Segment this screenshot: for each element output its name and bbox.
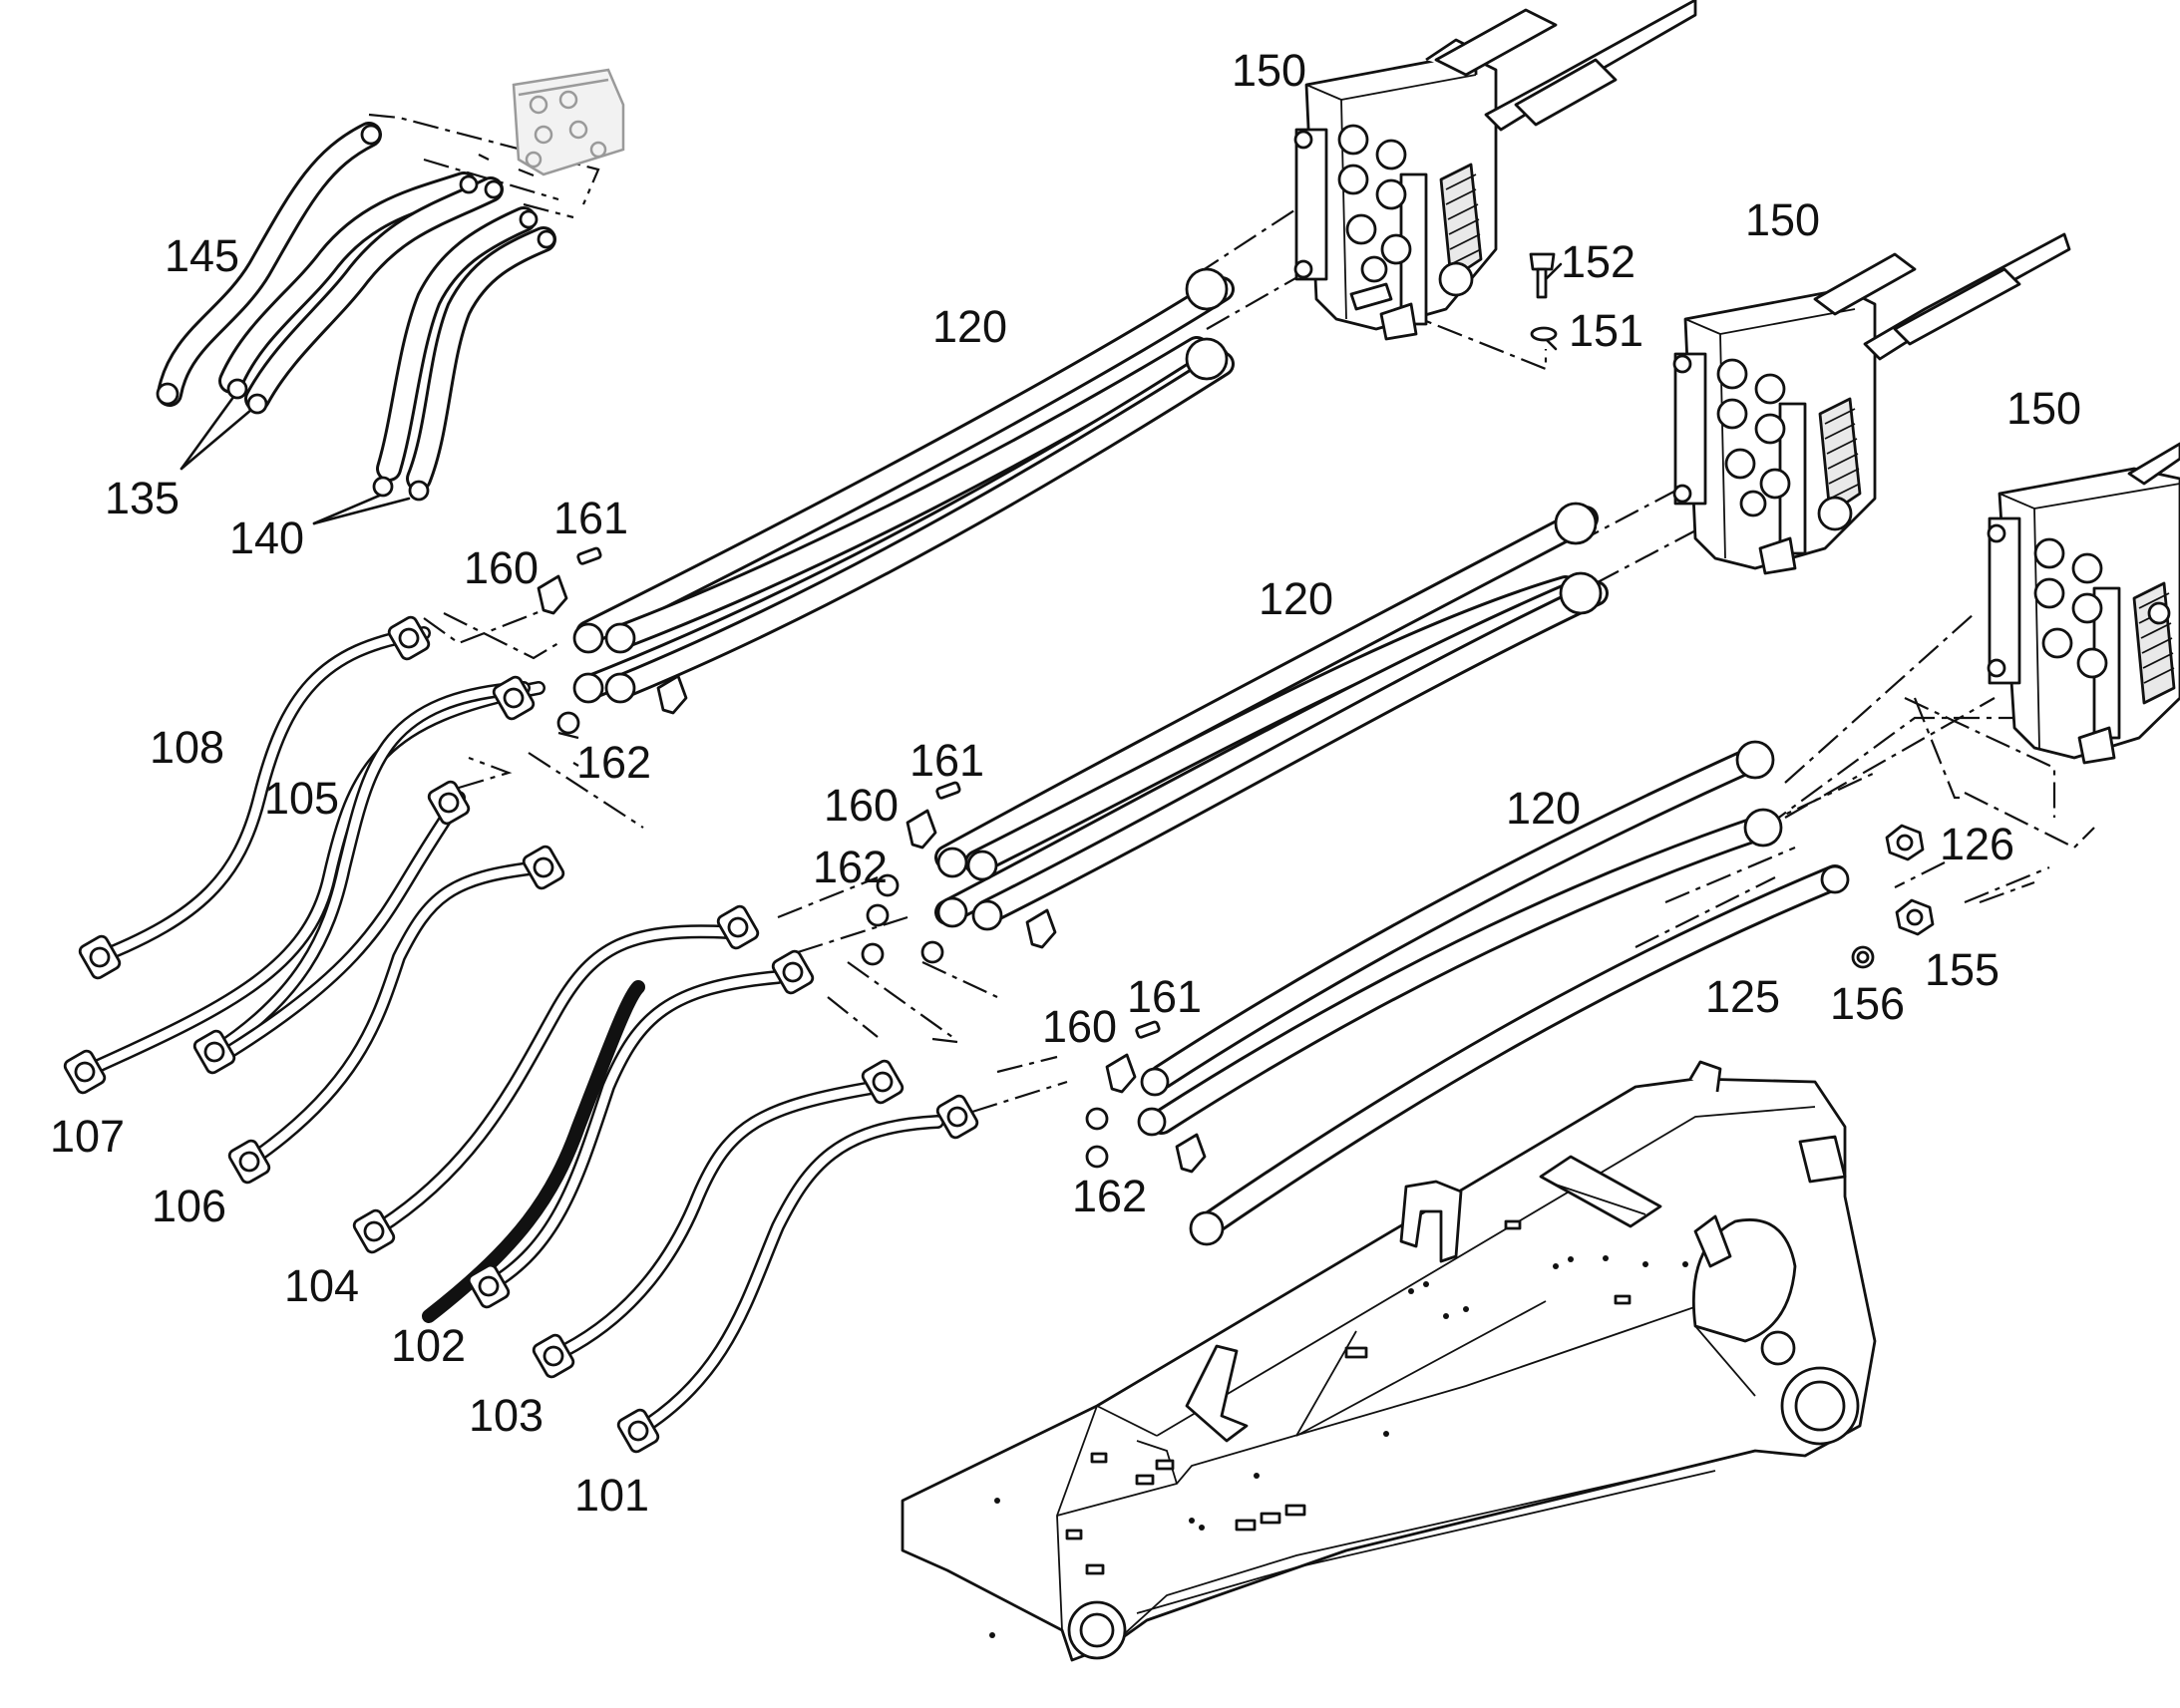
valve-block-150-c	[1987, 442, 2180, 765]
callout-107: 107	[50, 1111, 125, 1162]
callout-156: 156	[1830, 978, 1905, 1029]
callout-145: 145	[165, 230, 239, 281]
callout-105: 105	[264, 773, 339, 824]
valve-block-150-b	[1672, 232, 2071, 575]
boom-detail-marks	[989, 1219, 1688, 1638]
callout-160-c: 160	[1042, 1001, 1117, 1052]
tube-flanges	[63, 615, 979, 1454]
callout-125: 125	[1705, 971, 1780, 1022]
callout-108: 108	[150, 722, 224, 773]
valve-block-150-a	[1293, 0, 1697, 341]
callout-120-c: 120	[1506, 783, 1581, 834]
callout-162-c: 162	[1072, 1171, 1147, 1221]
boom	[901, 1060, 1877, 1662]
callout-161-c: 161	[1127, 971, 1202, 1022]
callout-150-a: 150	[1232, 45, 1306, 96]
assembly-lines	[368, 113, 2095, 1114]
callout-120-a: 120	[932, 301, 1007, 352]
callout-161-a: 161	[553, 493, 628, 543]
rigid-tubes	[78, 626, 944, 1438]
small-hoses	[156, 122, 556, 502]
callout-151: 151	[1569, 305, 1643, 356]
callout-162-a: 162	[576, 737, 651, 788]
callout-152: 152	[1561, 236, 1635, 287]
callout-126: 126	[1940, 819, 2014, 869]
callout-150-c: 150	[2006, 383, 2081, 434]
callout-161-b: 161	[909, 735, 984, 786]
callout-150-b: 150	[1745, 194, 1820, 245]
callout-101: 101	[574, 1470, 649, 1521]
callout-120-b: 120	[1259, 573, 1333, 624]
callout-102: 102	[391, 1320, 466, 1371]
manifold-block	[512, 68, 625, 176]
callout-160-b: 160	[824, 780, 899, 831]
callout-140: 140	[229, 512, 304, 563]
callout-106: 106	[152, 1181, 226, 1231]
callout-160-a: 160	[464, 542, 539, 593]
callout-104: 104	[284, 1260, 359, 1311]
callout-135: 135	[105, 473, 180, 523]
small-fittings	[537, 252, 1935, 1174]
hose-end-fittings	[572, 267, 1850, 1246]
callout-103: 103	[469, 1390, 544, 1441]
callout-labels: 150 150 150 145 135 140 120 120 120 152 …	[50, 45, 2081, 1521]
callout-155: 155	[1925, 944, 1999, 995]
callout-162-b: 162	[813, 842, 888, 892]
large-hoses	[572, 267, 1850, 1246]
